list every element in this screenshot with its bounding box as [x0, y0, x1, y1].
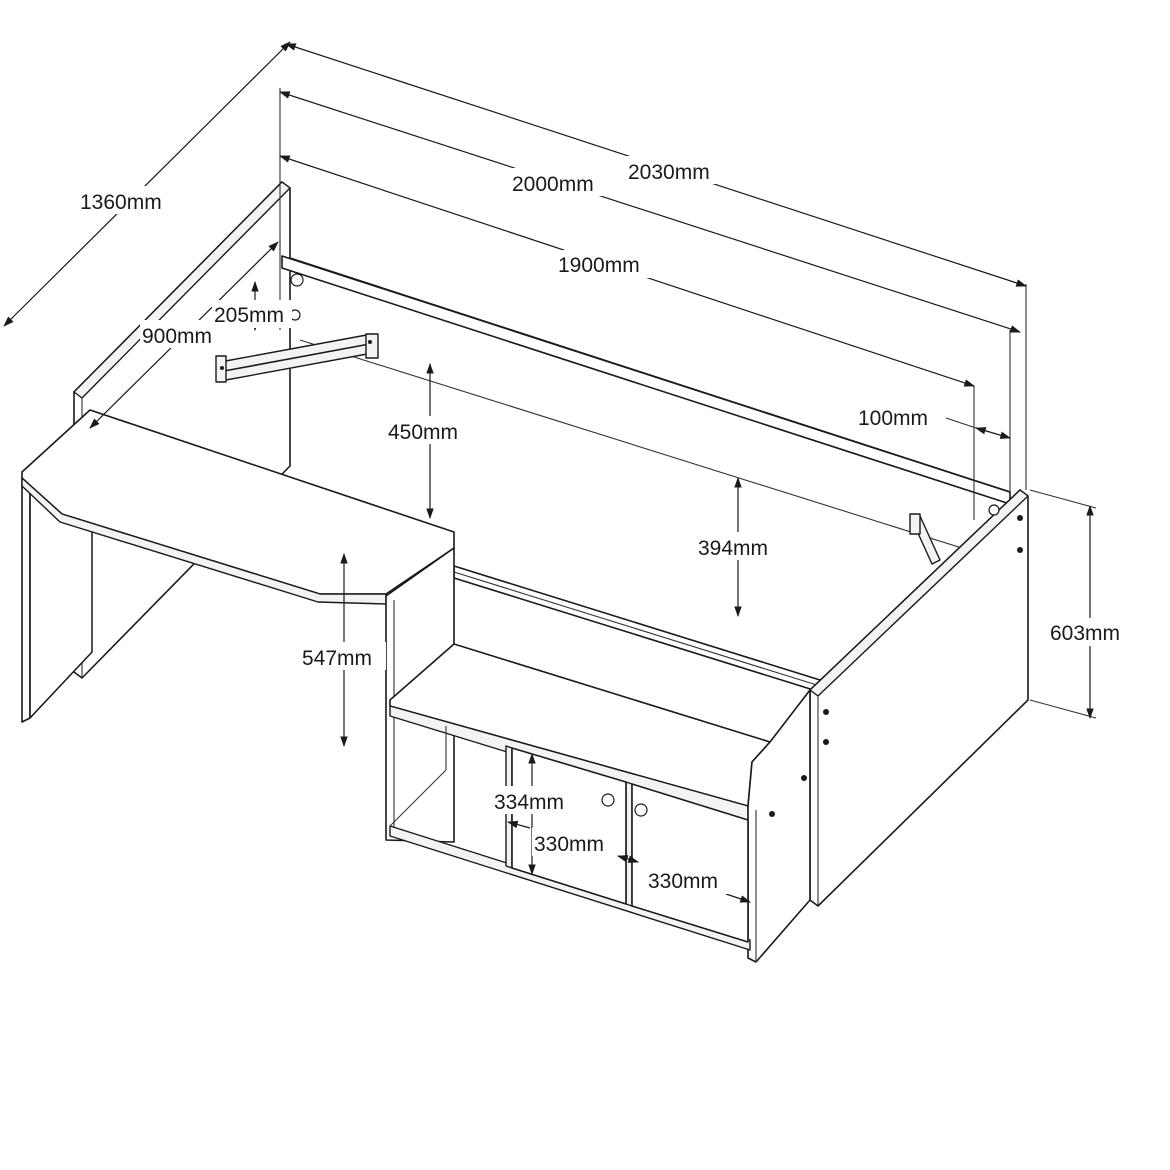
label-mattress-length: 1900mm	[558, 254, 640, 277]
label-desk-height: 547mm	[302, 647, 372, 670]
dim-line-330-mid	[616, 855, 640, 863]
dim-line-1360	[3, 41, 291, 327]
label-overall-width: 1360mm	[80, 191, 162, 214]
label-cubby-height: 334mm	[494, 791, 564, 814]
bolt-hole-icon	[988, 504, 1000, 516]
label-desk-width: 900mm	[142, 325, 212, 348]
door-knob-icon	[601, 793, 615, 807]
footboard-edge	[809, 489, 1029, 697]
label-cubby-width-left: 330mm	[534, 833, 604, 856]
cubby-door-right	[631, 783, 749, 943]
label-rail-depth: 394mm	[698, 537, 768, 560]
support-bracket-right	[909, 513, 941, 565]
dimension-labels: 2030mm 2000mm 1900mm 1360mm 900mm 205mm …	[78, 156, 1134, 894]
dim-line-330-right	[725, 893, 752, 903]
cubby-divider-2	[625, 781, 633, 907]
label-end-gap: 100mm	[858, 407, 928, 430]
storage-end-panel	[747, 689, 811, 963]
desk-leg-left	[21, 477, 31, 723]
label-upper-gap: 205mm	[214, 304, 284, 327]
label-frame-length: 2000mm	[512, 173, 594, 196]
storage-unit	[385, 547, 811, 963]
dim-line-330-left	[506, 820, 531, 829]
door-knob-icon	[634, 803, 648, 817]
label-overall-length: 2030mm	[628, 161, 710, 184]
label-bed-height: 603mm	[1050, 622, 1120, 645]
dim-line-100	[974, 427, 1012, 439]
label-cubby-width-right: 330mm	[648, 870, 718, 893]
bolt-hole-icon	[290, 273, 304, 287]
footboard-panel	[809, 489, 1029, 907]
label-desk-clearance: 450mm	[388, 421, 458, 444]
